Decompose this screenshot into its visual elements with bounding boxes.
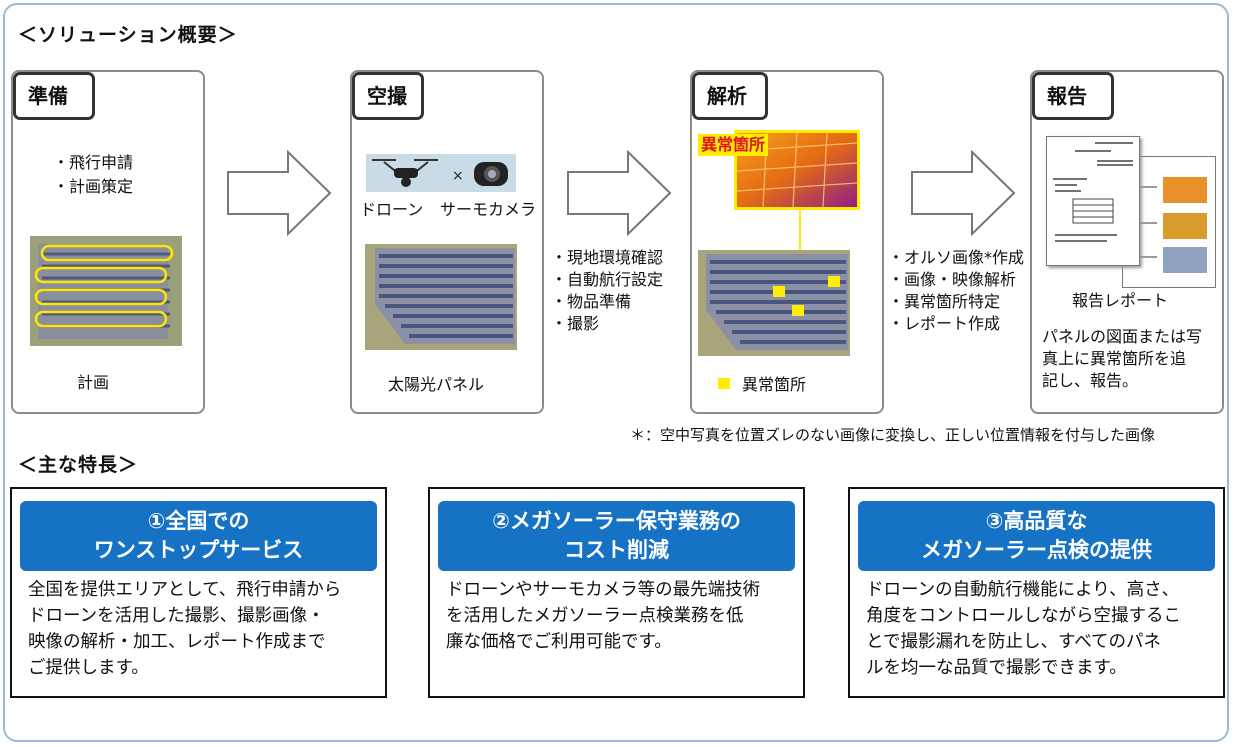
arrow-text: ・画像・映像解析 [888,270,1017,289]
bullet: ・計画策定 [53,177,134,196]
flow-arrow [911,150,1016,236]
feature-card: ①全国でのワンストップサービス 全国を提供エリアとして、飛行申請からドローンを活… [10,487,387,698]
report-note-line: パネルの図面または写 [1042,327,1203,346]
arrow-text: ・異常箇所特定 [888,292,1001,311]
legend-label: 異常箇所 [742,375,807,394]
camera-label: サーモカメラ [440,200,537,219]
outer-frame [3,3,1229,742]
step-aerial-shooting: 空撮 × ドローン サーモカメラ [350,70,544,414]
step-label: 解析 [692,72,768,120]
feature-body: 全国を提供エリアとして、飛行申請からドローンを活用した撮影、撮影画像・ 映像の解… [28,580,342,678]
bullet: ・飛行申請 [53,153,134,172]
feature-body: ドローンの自動航行機能により、高さ、角度をコントロールしながら空撮するこ とで撮… [866,580,1181,678]
flow-arrow [567,150,672,236]
drone-icon [372,159,438,187]
flow-arrow [227,150,332,236]
step-caption: 太陽光パネル [388,375,485,394]
anomaly-marker [792,305,804,316]
report-note-line: 真上に異常箇所を追 [1042,349,1187,368]
analyzed-panel-image [698,250,850,356]
step-preparation: 準備 ・飛行申請 ・計画策定 計画 [11,70,205,414]
anomaly-marker [773,286,785,297]
legend-swatch [718,378,730,389]
drone-label: ドローン [360,200,424,219]
anomaly-tag: 異常箇所 [698,134,769,156]
report-page-front [1046,136,1140,266]
feature-card: ②メガソーラー保守業務のコスト削減 ドローンやサーモカメラ等の最先端技術を活用し… [428,487,805,698]
arrow-text: ・現地環境確認 [551,248,664,267]
step-analysis: 解析 異常箇所 [690,70,884,414]
step-label: 空撮 [352,72,424,120]
times-sign: × [452,168,464,184]
footnote: ＊：空中写真を位置ズレのない画像に変換し、正しい位置情報を付与した画像 [630,426,1156,444]
arrow-text: ・オルソ画像*作成 [888,248,1025,267]
flight-plan-image [30,236,182,346]
drone-camera-image: × [366,154,516,192]
feature-heading: ②メガソーラー保守業務のコスト削減 [438,501,795,571]
arrow-text: ・物品準備 [551,292,632,311]
thermal-camera-icon [474,162,508,186]
feature-body: ドローンやサーモカメラ等の最先端技術を活用したメガソーラー点検業務を低 廉な価格… [446,580,761,652]
report-note-line: 記し、報告。 [1042,371,1139,390]
step-caption: 計画 [77,373,110,392]
arrow-text: ・レポート作成 [888,314,1001,333]
step-report: 報告 報告レポート パネルの図面または写 真上に異常箇所を追 記し、報告。 [1030,70,1224,414]
step-label: 準備 [13,72,95,120]
solar-panel-image [365,244,517,350]
features-title: ＜主な特長＞ [18,454,139,476]
feature-heading: ③高品質なメガソーラー点検の提供 [858,501,1215,571]
anomaly-marker [828,276,840,287]
solution-title: ＜ソリューション概要＞ [18,24,238,46]
arrow-text: ・自動航行設定 [551,270,664,289]
step-caption: 報告レポート [1072,291,1169,310]
feature-card: ③高品質なメガソーラー点検の提供 ドローンの自動航行機能により、高さ、角度をコン… [848,487,1225,698]
arrow-text: ・撮影 [551,314,600,333]
step-label: 報告 [1032,72,1114,120]
feature-heading: ①全国でのワンストップサービス [20,501,377,571]
